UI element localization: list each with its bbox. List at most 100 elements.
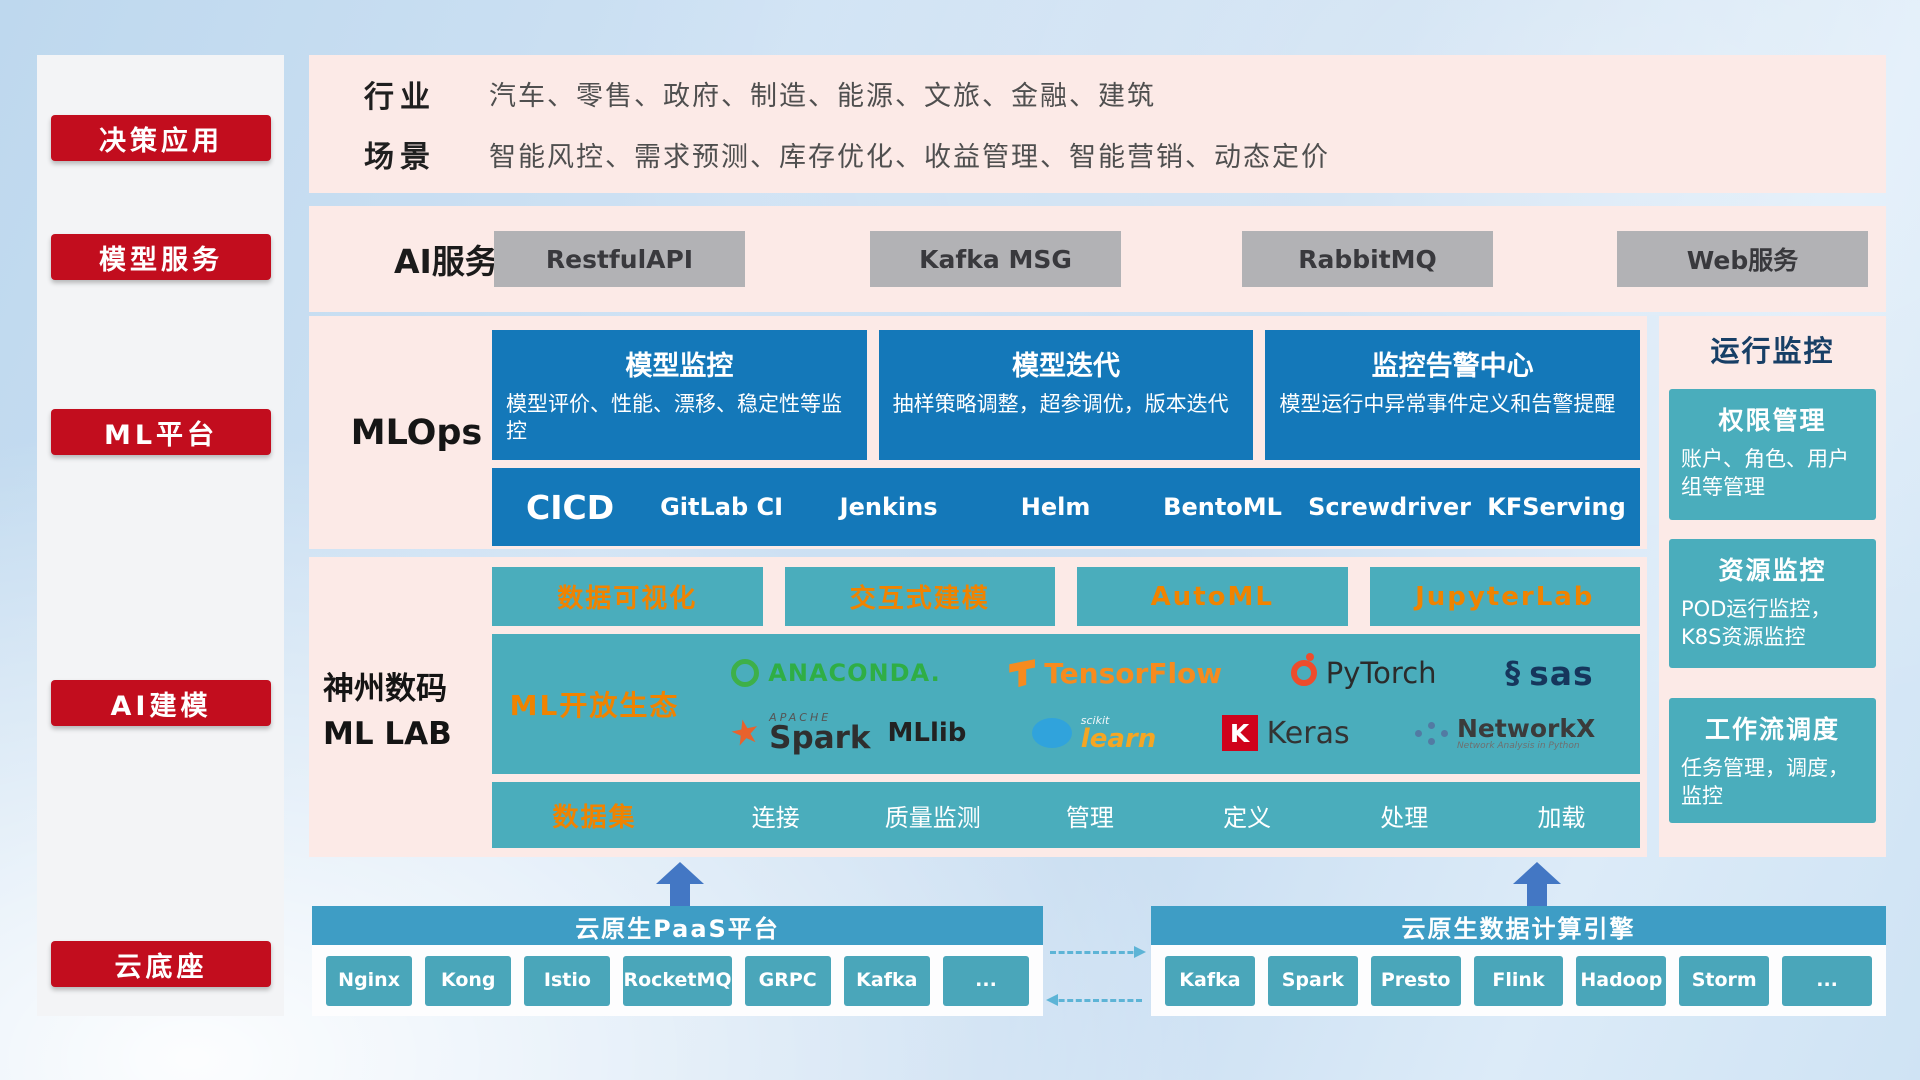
card-title: 权限管理 xyxy=(1718,406,1827,435)
alert-center-card: 监控告警中心 模型运行中异常事件定义和告警提醒 xyxy=(1265,330,1641,460)
scikit-label: scikit xyxy=(1080,713,1110,727)
web-service-button[interactable]: Web服务 xyxy=(1617,231,1868,287)
sas-icon: § xyxy=(1505,655,1521,691)
logo-row-2: ★ APACHE Spark MLlib scikit learn xyxy=(697,711,1628,756)
ecosystem-logos: ANACONDA. TensorFlow PyTorch § sas xyxy=(697,634,1640,774)
dataset-label: 数据集 xyxy=(552,802,637,833)
workflow-scheduling-card: 工作流调度 任务管理，调度，监控 xyxy=(1669,698,1876,823)
permission-management-card: 权限管理 账户、角色、用户组等管理 xyxy=(1669,389,1876,520)
nginx-chip[interactable]: Nginx xyxy=(326,955,413,1006)
card-desc: 模型运行中异常事件定义和告警提醒 xyxy=(1279,392,1616,416)
spark-label: Spark xyxy=(769,720,871,757)
card-desc: 账户、角色、用户组等管理 xyxy=(1681,447,1849,500)
spark-chip[interactable]: Spark xyxy=(1267,955,1358,1006)
cicd-label: CICD xyxy=(526,487,615,527)
spark-mllib-logo: ★ APACHE Spark MLlib xyxy=(726,711,967,756)
industry-label: 行业 xyxy=(364,79,436,115)
mlops-label: MLOps xyxy=(350,412,483,453)
grpc-chip[interactable]: GRPC xyxy=(744,955,831,1006)
ml-lab-label-line1: 神州数码 xyxy=(323,671,447,707)
cicd-item-helm: Helm xyxy=(1020,493,1091,521)
hadoop-chip[interactable]: Hadoop xyxy=(1576,955,1667,1006)
arrow-stem xyxy=(670,884,690,906)
paas-platform-chips: Nginx Kong Istio RocketMQ GRPC Kafka ... xyxy=(312,945,1043,1016)
scenario-list: 智能风控、需求预测、库存优化、收益管理、智能营销、动态定价 xyxy=(489,141,1330,173)
runtime-monitor-panel: 运行监控 权限管理 账户、角色、用户组等管理 资源监控 POD运行监控，K8S资… xyxy=(1659,316,1886,857)
industry-row: 行业 汽车、零售、政府、制造、能源、文旅、金融、建筑 xyxy=(364,72,1886,116)
rail-item-decision-apps[interactable]: 决策应用 xyxy=(51,115,271,161)
industry-scenario-panel: 行业 汽车、零售、政府、制造、能源、文旅、金融、建筑 场景 智能风控、需求预测、… xyxy=(309,55,1886,193)
scenario-row: 场景 智能风控、需求预测、库存优化、收益管理、智能营销、动态定价 xyxy=(364,132,1886,176)
dataset-item-quality: 质量监测 xyxy=(884,803,981,832)
cicd-item-bentoml: BentoML xyxy=(1163,493,1282,521)
spark-wordmark: APACHE Spark xyxy=(769,712,870,754)
card-title: 模型监控 xyxy=(625,351,734,382)
sas-logo: § sas xyxy=(1505,654,1594,693)
scenario-label: 场景 xyxy=(364,140,436,176)
kafka-msg-button[interactable]: Kafka MSG xyxy=(870,231,1121,287)
flink-chip[interactable]: Flink xyxy=(1473,955,1564,1006)
pytorch-wordmark: PyTorch xyxy=(1325,656,1437,691)
keras-wordmark: Keras xyxy=(1266,715,1350,751)
data-engine-chips: Kafka Spark Presto Flink Hadoop Storm ..… xyxy=(1151,945,1886,1016)
ml-ecosystem-label: ML开放生态 xyxy=(509,689,680,722)
scikit-learn-icon xyxy=(1031,718,1072,749)
kong-chip[interactable]: Kong xyxy=(425,955,512,1006)
dataset-item-process: 处理 xyxy=(1380,803,1429,832)
kafka-chip[interactable]: Kafka xyxy=(843,955,930,1006)
storm-chip[interactable]: Storm xyxy=(1679,955,1770,1006)
more-chip[interactable]: ... xyxy=(942,955,1030,1006)
card-title: 资源监控 xyxy=(1718,556,1827,585)
kafka-chip[interactable]: Kafka xyxy=(1165,955,1255,1006)
automl-button[interactable]: AutoML xyxy=(1077,567,1348,626)
paas-platform-header: 云原生PaaS平台 xyxy=(312,906,1043,946)
card-desc: POD运行监控，K8S资源监控 xyxy=(1681,597,1832,650)
istio-chip[interactable]: Istio xyxy=(524,955,611,1006)
card-desc: 模型评价、性能、漂移、稳定性等监控 xyxy=(506,392,842,444)
networkx-label: NetworkX xyxy=(1456,713,1596,743)
networkx-wordmark: NetworkX Network Analysis in Python xyxy=(1457,715,1595,752)
restfulapi-button[interactable]: RestfulAPI xyxy=(494,231,745,287)
industry-list: 汽车、零售、政府、制造、能源、文旅、金融、建筑 xyxy=(489,81,1156,113)
rocketmq-chip[interactable]: RocketMQ xyxy=(623,955,732,1006)
up-arrow-right xyxy=(1513,862,1561,906)
resource-monitoring-card: 资源监控 POD运行监控，K8S资源监控 xyxy=(1669,539,1876,668)
networkx-subtitle: Network Analysis in Python xyxy=(1456,741,1580,752)
pytorch-logo: PyTorch xyxy=(1290,653,1437,691)
mlops-panel: MLOps 模型监控 模型评价、性能、漂移、稳定性等监控 模型迭代 抽样策略调整… xyxy=(309,316,1647,549)
spark-icon: ★ xyxy=(725,710,764,757)
dataset-bar: 数据集 连接 质量监测 管理 定义 处理 加载 xyxy=(492,782,1640,848)
ml-lab-label-line2: ML LAB xyxy=(323,715,452,752)
data-visualization-button[interactable]: 数据可视化 xyxy=(492,567,763,626)
rail-item-model-service[interactable]: 模型服务 xyxy=(51,234,271,280)
card-title: 工作流调度 xyxy=(1704,715,1840,744)
tensorflow-icon xyxy=(1009,659,1036,688)
rabbitmq-button[interactable]: RabbitMQ xyxy=(1242,231,1493,287)
left-rail: 决策应用 模型服务 ML平台 AI建模 云底座 xyxy=(37,55,284,1016)
ml-lab-label: 神州数码 ML LAB xyxy=(323,667,493,757)
more-chip[interactable]: ... xyxy=(1782,955,1873,1006)
cicd-item-jenkins: Jenkins xyxy=(839,493,938,521)
ml-lab-tools: 数据可视化 交互式建模 AutoML JupyterLab xyxy=(492,567,1640,626)
interactive-modeling-button[interactable]: 交互式建模 xyxy=(784,567,1055,626)
ai-service-panel: AI服务 RestfulAPI Kafka MSG RabbitMQ Web服务 xyxy=(309,206,1886,312)
cicd-item-kfserving: KFServing xyxy=(1487,493,1626,521)
dashed-arrow-right xyxy=(1050,946,1146,958)
rail-item-ml-platform[interactable]: ML平台 xyxy=(51,409,271,455)
presto-chip[interactable]: Presto xyxy=(1370,955,1461,1006)
dashed-arrow-left xyxy=(1046,994,1142,1006)
arrow-stem xyxy=(1527,884,1547,906)
jupyterlab-button[interactable]: JupyterLab xyxy=(1369,567,1640,626)
rail-item-cloud-base[interactable]: 云底座 xyxy=(51,941,271,987)
ml-ecosystem-block: ML开放生态 ANACONDA. TensorFlow PyTorch xyxy=(492,634,1640,774)
card-desc: 任务管理，调度，监控 xyxy=(1681,756,1849,809)
cicd-item-gitlab-ci: GitLab CI xyxy=(660,493,784,521)
networkx-logo: NetworkX Network Analysis in Python xyxy=(1414,715,1595,752)
rail-item-ai-modeling[interactable]: AI建模 xyxy=(51,680,271,726)
dataset-item-load: 加载 xyxy=(1537,803,1586,832)
apache-label: APACHE xyxy=(769,711,832,725)
tensorflow-wordmark: TensorFlow xyxy=(1044,656,1223,690)
scikit-learn-wordmark: scikit learn xyxy=(1081,715,1156,752)
anaconda-logo: ANACONDA. xyxy=(731,659,940,688)
